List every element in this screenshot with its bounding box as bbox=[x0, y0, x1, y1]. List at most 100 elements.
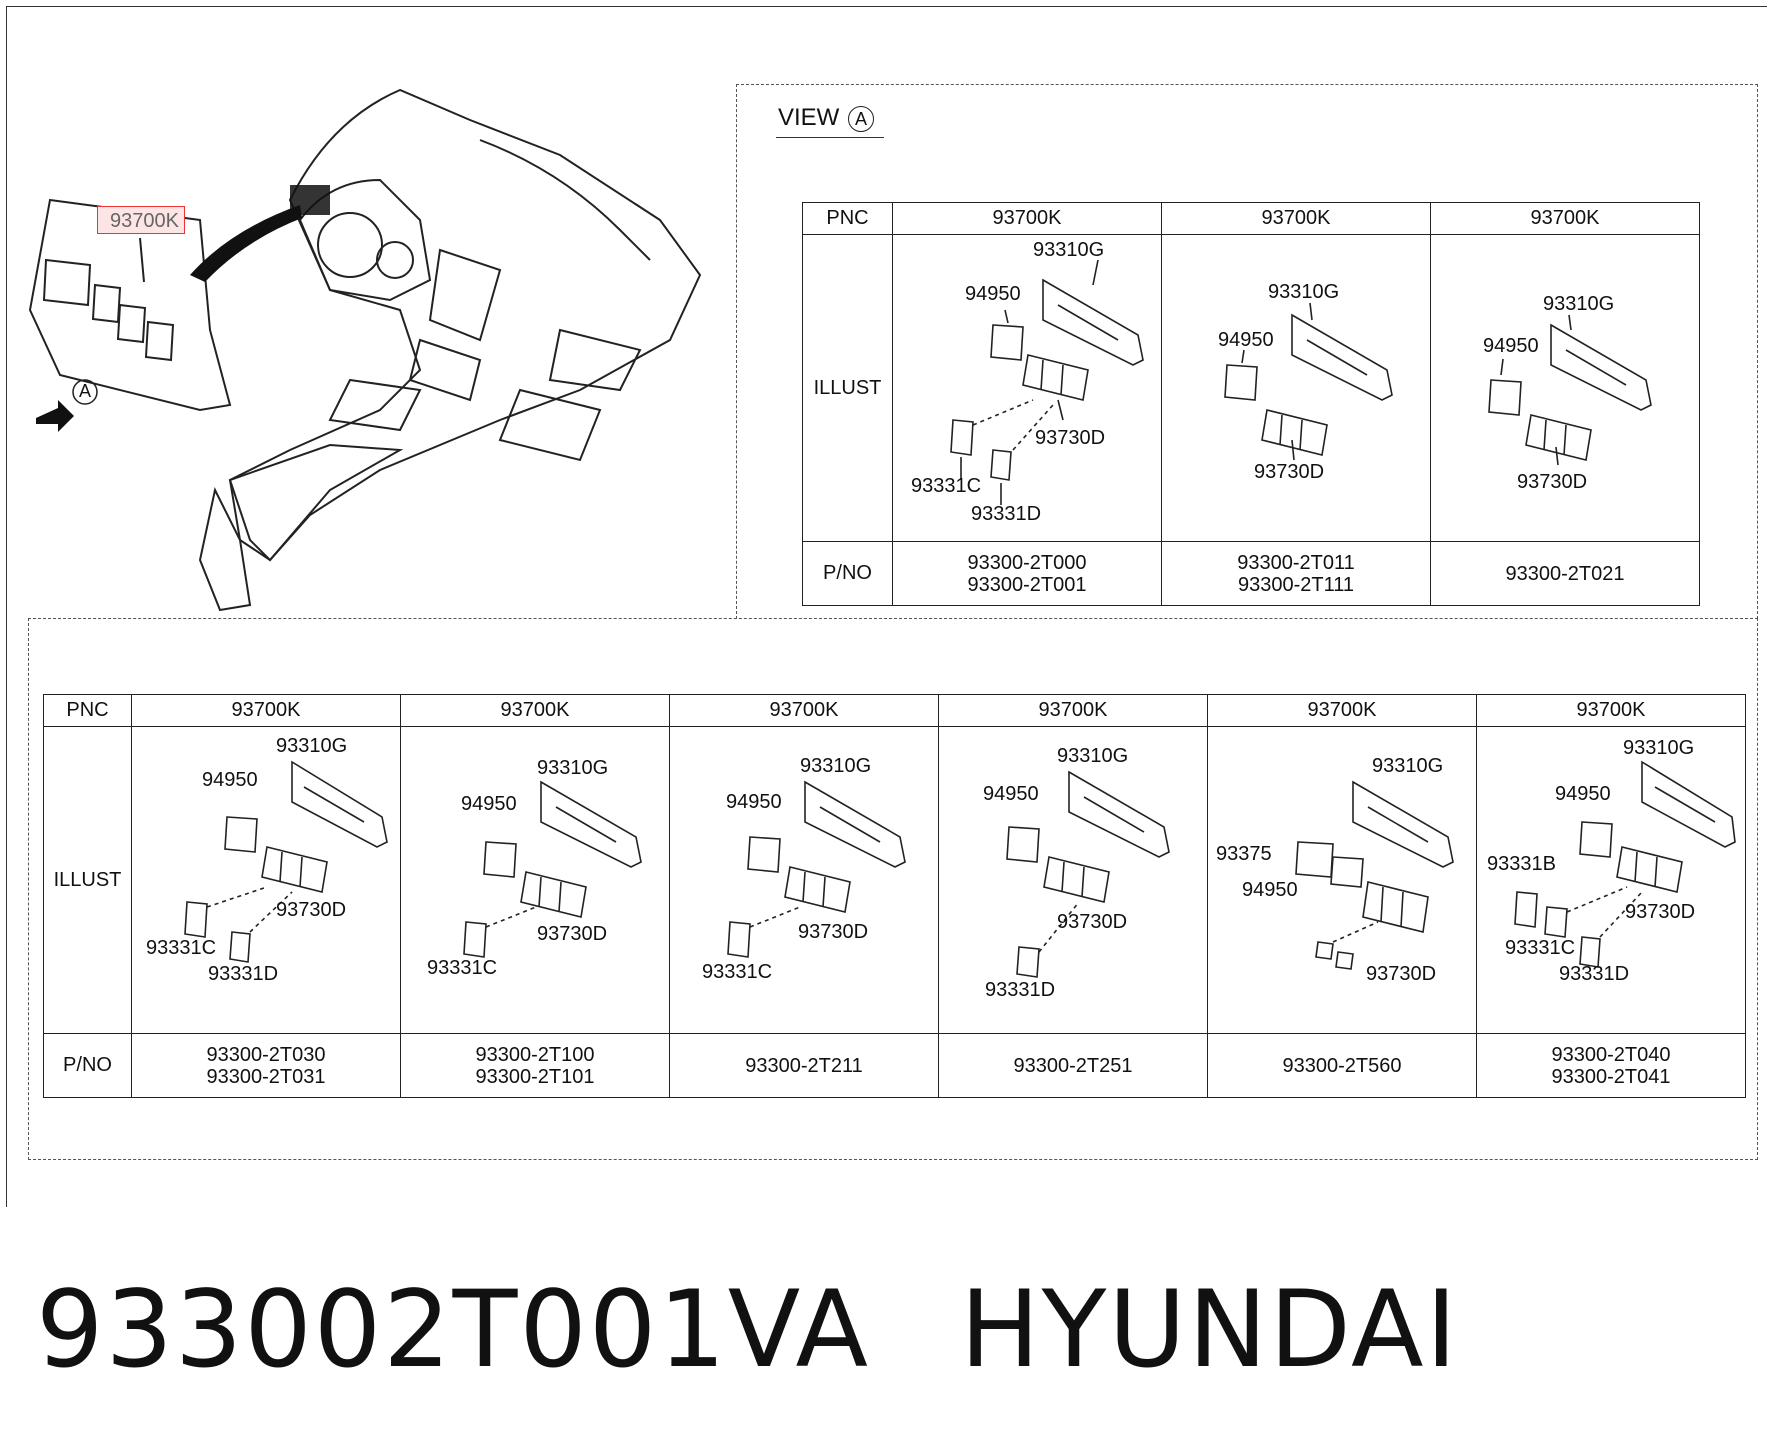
switch-assembly-drawing bbox=[1006, 770, 1170, 978]
product-brand: HYUNDAI bbox=[959, 1268, 1459, 1391]
pno-cell: 93300-2T211 bbox=[669, 1033, 939, 1098]
switch-assembly-drawing bbox=[1514, 760, 1736, 968]
part-label: 93730D bbox=[1517, 471, 1588, 493]
part-label: 93730D bbox=[537, 923, 608, 945]
part-label: 93730D bbox=[798, 921, 869, 943]
part-label: 93310G bbox=[1623, 737, 1695, 759]
lower-parts-table: PNC 93700K 93700K 93700K 93700K 93700K 9… bbox=[43, 694, 1746, 1098]
part-number: 93300-2T251 bbox=[1013, 1054, 1133, 1077]
callout-highlight bbox=[97, 206, 185, 234]
switch-assembly-drawing bbox=[1224, 302, 1393, 461]
part-label: 93310G bbox=[1033, 239, 1105, 261]
view-marker-letter: A bbox=[79, 381, 92, 401]
pnc-cell: 93700K bbox=[1476, 694, 1746, 727]
part-label: 93730D bbox=[276, 899, 347, 921]
part-label: 93730D bbox=[1366, 963, 1437, 985]
part-label: 94950 bbox=[1555, 783, 1611, 805]
illust-cell: 93310G 94950 93730D bbox=[1430, 234, 1700, 542]
part-number: 93300-2T000 bbox=[967, 551, 1087, 574]
pnc-cell: 93700K bbox=[400, 694, 670, 727]
part-number: 93300-2T021 bbox=[1505, 562, 1625, 585]
pnc-cell: 93700K bbox=[1430, 202, 1700, 235]
switch-assembly-drawing bbox=[1295, 780, 1454, 970]
part-label: 94950 bbox=[1483, 335, 1539, 357]
pnc-cell: 93700K bbox=[892, 202, 1162, 235]
part-label: 93730D bbox=[1057, 911, 1128, 933]
view-title-marker: A bbox=[848, 106, 875, 132]
view-title-text: VIEW bbox=[778, 104, 840, 131]
pno-header: P/NO bbox=[43, 1033, 132, 1098]
part-label: 93310G bbox=[1543, 293, 1615, 315]
pnc-cell: 93700K bbox=[669, 694, 939, 727]
part-number: 93300-2T011 bbox=[1237, 551, 1355, 574]
pno-header: P/NO bbox=[802, 541, 893, 606]
part-label: 93331D bbox=[985, 979, 1056, 1001]
part-label: 93310G bbox=[276, 735, 348, 757]
part-number: 93300-2T101 bbox=[475, 1065, 595, 1088]
part-label: 93730D bbox=[1035, 427, 1106, 449]
callout-label[interactable]: 93700K bbox=[110, 210, 179, 232]
illust-cell: 93310G 94950 93730D 93331C bbox=[400, 726, 670, 1034]
part-label: 94950 bbox=[202, 769, 258, 791]
illust-cell: 93310G 94950 93730D bbox=[1161, 234, 1431, 542]
part-label: 94950 bbox=[1242, 879, 1298, 901]
view-title-underline bbox=[776, 137, 884, 138]
pnc-cell: 93700K bbox=[131, 694, 401, 727]
product-title: 933002T001VA HYUNDAI bbox=[36, 1268, 1549, 1391]
part-number: 93300-2T040 bbox=[1551, 1043, 1671, 1066]
pnc-header: PNC bbox=[802, 202, 893, 235]
part-number: 93300-2T041 bbox=[1551, 1065, 1671, 1088]
part-number: 93300-2T001 bbox=[967, 573, 1087, 596]
pnc-cell: 93700K bbox=[1161, 202, 1431, 235]
part-label: 93331C bbox=[702, 961, 773, 983]
product-part-number: 933002T001VA bbox=[36, 1268, 870, 1391]
part-label: 94950 bbox=[1218, 329, 1274, 351]
part-label: 93331C bbox=[146, 937, 217, 959]
part-label: 94950 bbox=[983, 783, 1039, 805]
part-label: 93331D bbox=[971, 503, 1042, 525]
illust-cell: 93310G 94950 93331B 93730D 93331C 93331D bbox=[1476, 726, 1746, 1034]
pno-cell: 93300-2T560 bbox=[1207, 1033, 1477, 1098]
lower-variants-region bbox=[28, 618, 1758, 1160]
part-label: 93375 bbox=[1216, 843, 1272, 865]
part-label: 93310G bbox=[537, 757, 609, 779]
pnc-header: PNC bbox=[43, 694, 132, 727]
part-number: 93300-2T100 bbox=[475, 1043, 595, 1066]
illust-header: ILLUST bbox=[43, 726, 132, 1034]
pnc-cell: 93700K bbox=[1207, 694, 1477, 727]
illust-cell: 93310G 93375 94950 93730D bbox=[1207, 726, 1477, 1034]
switch-assembly-drawing bbox=[950, 259, 1144, 505]
view-a-parts-table: PNC 93700K 93700K 93700K ILLUST bbox=[802, 202, 1700, 606]
part-label: 93730D bbox=[1625, 901, 1696, 923]
illust-cell: 93310G 94950 93730D 93331C bbox=[669, 726, 939, 1034]
diagram-frame bbox=[6, 6, 1767, 1207]
part-label: 93310G bbox=[1057, 745, 1129, 767]
pno-cell: 93300-2T021 bbox=[1430, 541, 1700, 606]
part-number: 93300-2T031 bbox=[206, 1065, 326, 1088]
part-number: 93300-2T111 bbox=[1237, 573, 1354, 596]
view-title: VIEW A bbox=[778, 104, 875, 132]
part-label: 94950 bbox=[726, 791, 782, 813]
switch-assembly-drawing bbox=[184, 760, 388, 963]
part-label: 93331C bbox=[1505, 937, 1576, 959]
view-a-region bbox=[736, 84, 1758, 619]
part-label: 93331C bbox=[911, 475, 982, 497]
illust-cell: 93310G 94950 93730D 93331C 93331D bbox=[131, 726, 401, 1034]
switch-assembly-drawing bbox=[463, 780, 642, 958]
part-label: 94950 bbox=[965, 283, 1021, 305]
part-number: 93300-2T560 bbox=[1282, 1054, 1402, 1077]
part-label: 93310G bbox=[1268, 281, 1340, 303]
part-label: 93310G bbox=[800, 755, 872, 777]
illust-cell: 93310G 94950 93730D 93331D bbox=[938, 726, 1208, 1034]
switch-assembly-drawing bbox=[727, 780, 906, 958]
part-label: 93331D bbox=[1559, 963, 1630, 985]
illust-cell: 93310G 94950 93730D 93331C 93331D bbox=[892, 234, 1162, 542]
illust-header: ILLUST bbox=[802, 234, 893, 542]
pnc-cell: 93700K bbox=[938, 694, 1208, 727]
dashboard-overview-drawing bbox=[28, 88, 702, 612]
part-label: 93310G bbox=[1372, 755, 1444, 777]
part-number: 93300-2T030 bbox=[206, 1043, 326, 1066]
